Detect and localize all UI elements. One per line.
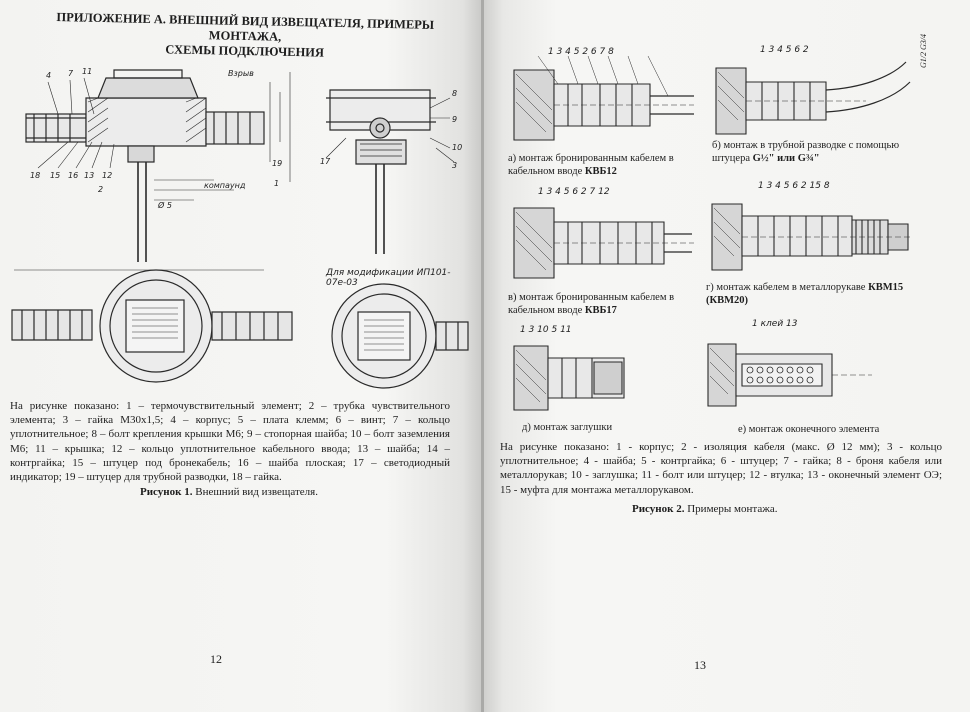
right-page: 1 3 4 5 2 6 7 8 а) монтаж бронированным … <box>484 0 970 712</box>
mount-e-numbers: 1 клей 13 <box>752 319 798 329</box>
mount-b-numbers: 1 3 4 5 6 2 <box>760 45 809 55</box>
mount-b-label: б) монтаж в трубной разводке с помощью ш… <box>712 140 900 164</box>
num-3: 3 <box>452 161 457 170</box>
appendix-title: ПРИЛОЖЕНИЕ А. ВНЕШНИЙ ВИД ИЗВЕЩАТЕЛЯ, ПР… <box>56 10 435 60</box>
mount-d-numbers: 1 3 10 5 11 <box>520 325 572 335</box>
mount-v-label: в) монтаж бронированным кабелем в кабель… <box>508 292 675 316</box>
num-9: 9 <box>452 115 457 124</box>
modification-label: Для модификации ИП101-07е-03 <box>326 268 451 288</box>
num-11: 11 <box>82 67 92 76</box>
dim-d5-label: Ø 5 <box>157 200 172 210</box>
mount-a-label: а) монтаж бронированным кабелем в кабель… <box>508 153 674 177</box>
page-number-right: 13 <box>694 658 706 672</box>
mount-d-label: д) монтаж заглушки <box>522 422 613 433</box>
left-page: ПРИЛОЖЕНИЕ А. ВНЕШНИЙ ВИД ИЗВЕЩАТЕЛЯ, ПР… <box>0 0 482 712</box>
num-12: 12 <box>102 171 112 180</box>
mount-v-drawing: 1 3 4 5 6 2 7 12 <box>513 187 694 279</box>
num-16: 16 <box>68 171 78 180</box>
num-19: 19 <box>272 159 282 168</box>
page-number-left: 12 <box>210 652 222 666</box>
num-2: 2 <box>98 185 103 194</box>
mount-g-drawing: 1 3 4 5 6 2 15 8 <box>711 181 912 271</box>
mount-d-drawing: 1 3 10 5 11 <box>513 325 625 411</box>
num-7: 7 <box>68 69 74 78</box>
detector-section-drawing: Взрыв компаунд Ø 5 4 7 11 18 15 16 13 12… <box>25 67 291 262</box>
mount-e-label: е) монтаж оконечного элемента <box>738 424 880 435</box>
mount-b-drawing: 1 3 4 5 6 2 <box>715 45 911 135</box>
side-thread-label: G1/2 G3/4 <box>919 34 928 68</box>
vzryv-label: Взрыв <box>228 69 254 78</box>
detector-side-view: 8 9 10 3 17 <box>320 89 462 254</box>
num-4: 4 <box>46 71 51 80</box>
mount-e-drawing: 1 клей 13 <box>707 319 872 407</box>
figure-1-caption: Рисунок 1. Внешний вид извещателя. <box>140 486 318 498</box>
mount-v-numbers: 1 3 4 5 6 2 7 12 <box>538 187 610 197</box>
figure-2-legend: На рисунке показано: 1 - корпус; 2 - изо… <box>500 441 942 496</box>
num-17: 17 <box>320 157 331 166</box>
kompaund-label: компаунд <box>204 181 246 190</box>
num-13: 13 <box>84 171 94 180</box>
num-8: 8 <box>452 89 457 98</box>
num-10: 10 <box>452 143 462 152</box>
num-1: 1 <box>274 179 279 188</box>
figure-2-caption: Рисунок 2. Примеры монтажа. <box>632 503 778 515</box>
mount-g-label: г) монтаж кабелем в металлорукаве КВМ15 … <box>706 282 904 306</box>
mount-g-numbers: 1 3 4 5 6 2 15 8 <box>758 181 830 191</box>
figure-1-legend: На рисунке показано: 1 – термочувствител… <box>10 400 450 484</box>
book-gutter <box>481 0 485 712</box>
num-15: 15 <box>50 171 60 180</box>
num-18: 18 <box>30 171 40 180</box>
detector-front-view-mod <box>331 283 469 389</box>
mount-a-numbers: 1 3 4 5 2 6 7 8 <box>548 47 614 57</box>
detector-front-view <box>11 269 293 383</box>
mount-a-drawing: 1 3 4 5 2 6 7 8 <box>513 47 694 141</box>
